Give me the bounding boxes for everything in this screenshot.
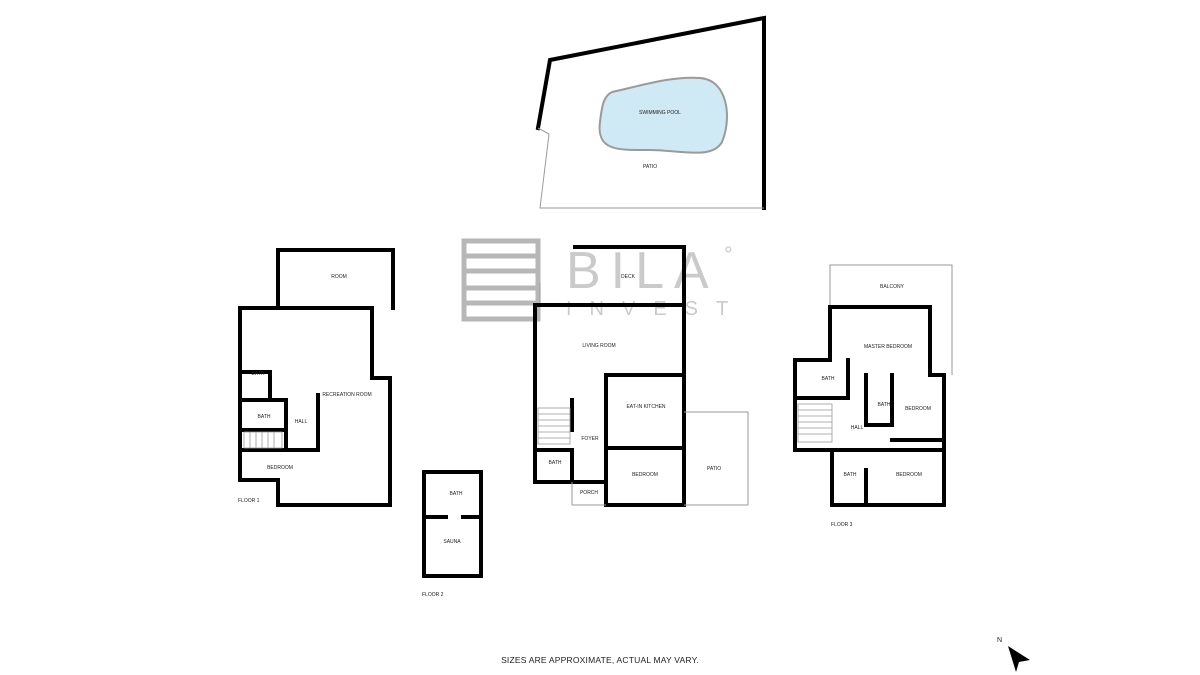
hall-label: HALL bbox=[295, 419, 308, 425]
stairs-floor-2 bbox=[537, 407, 571, 445]
sauna-plan: BATH SAUNA FLOOR 2 bbox=[422, 470, 483, 598]
bath-top-label: BATH bbox=[252, 371, 265, 377]
hall-label-f3: HALL bbox=[851, 425, 864, 431]
sauna-outline bbox=[422, 470, 483, 578]
site-plan: SWIMMING POOL PATIO bbox=[535, 15, 766, 210]
footer-disclaimer: SIZES ARE APPROXIMATE, ACTUAL MAY VARY. bbox=[501, 655, 699, 665]
balcony-rail bbox=[829, 264, 953, 375]
floor-2-plan: DECK LIVING ROOM EAT-IN KITCHEN FOYER BA… bbox=[533, 245, 749, 507]
site-boundary-line bbox=[537, 127, 764, 209]
kitchen-label: EAT-IN KITCHEN bbox=[626, 404, 665, 410]
floor-3-title: FLOOR 3 bbox=[831, 522, 853, 528]
logo-sub-text: INVEST bbox=[566, 298, 746, 320]
room-label: ROOM bbox=[331, 274, 347, 280]
patio-label-site: PATIO bbox=[643, 164, 657, 170]
balcony-label: BALCONY bbox=[880, 284, 905, 290]
north-arrow-icon: N bbox=[997, 637, 1030, 672]
floor-1-plan: ROOM BATH BATH HALL RECREATION ROOM BEDR… bbox=[238, 248, 395, 507]
floor-1-title: FLOOR 1 bbox=[238, 498, 260, 504]
logo-brand-text: BILA bbox=[566, 242, 719, 300]
logo-degree-mark: ° bbox=[724, 242, 733, 267]
patio-boundary bbox=[684, 411, 749, 506]
sauna-label: SAUNA bbox=[443, 539, 461, 545]
bila-invest-logo: BILA ° INVEST bbox=[461, 238, 746, 322]
deck-walls bbox=[573, 245, 686, 307]
stairs-floor-1 bbox=[243, 431, 283, 449]
floor-3-plan: BALCONY MASTER BEDROOM BATH BATH BEDROOM… bbox=[793, 264, 953, 528]
bedroom1-label: BEDROOM bbox=[905, 406, 931, 412]
bath2-label: BATH bbox=[878, 402, 891, 408]
patio-label-f2: PATIO bbox=[707, 466, 721, 472]
foyer-label: FOYER bbox=[581, 436, 599, 442]
bedroom-label-f2: BEDROOM bbox=[632, 472, 658, 478]
logo-mark-icon bbox=[461, 238, 541, 322]
porch-label: PORCH bbox=[580, 490, 598, 496]
recreation-room-label: RECREATION ROOM bbox=[322, 392, 371, 398]
floor-2-title: FLOOR 2 bbox=[422, 592, 444, 598]
pool-label: SWIMMING POOL bbox=[639, 110, 681, 116]
living-room-label: LIVING ROOM bbox=[582, 343, 615, 349]
porch-boundary bbox=[571, 482, 606, 506]
deck-label: DECK bbox=[621, 274, 636, 280]
room-walls bbox=[276, 248, 395, 310]
north-label: N bbox=[997, 637, 1002, 644]
bath-bottom-label: BATH bbox=[258, 414, 271, 420]
floor-3-outline bbox=[793, 305, 946, 507]
stairs-floor-3 bbox=[797, 403, 833, 443]
bath2-walls bbox=[864, 373, 894, 427]
master-bedroom-label: MASTER BEDROOM bbox=[864, 344, 912, 350]
site-boundary-wall bbox=[535, 15, 766, 210]
bath3-label: BATH bbox=[844, 472, 857, 478]
swimming-pool bbox=[598, 76, 728, 154]
bath-label-f2: BATH bbox=[549, 460, 562, 466]
bath-walls-f2 bbox=[533, 448, 574, 484]
bedroom2-label: BEDROOM bbox=[896, 472, 922, 478]
bath1-walls bbox=[793, 358, 850, 400]
bedroom-label: BEDROOM bbox=[267, 465, 293, 471]
bath1-label: BATH bbox=[822, 376, 835, 382]
bath-sauna-label: BATH bbox=[450, 491, 463, 497]
floor-1-outline bbox=[238, 306, 392, 507]
